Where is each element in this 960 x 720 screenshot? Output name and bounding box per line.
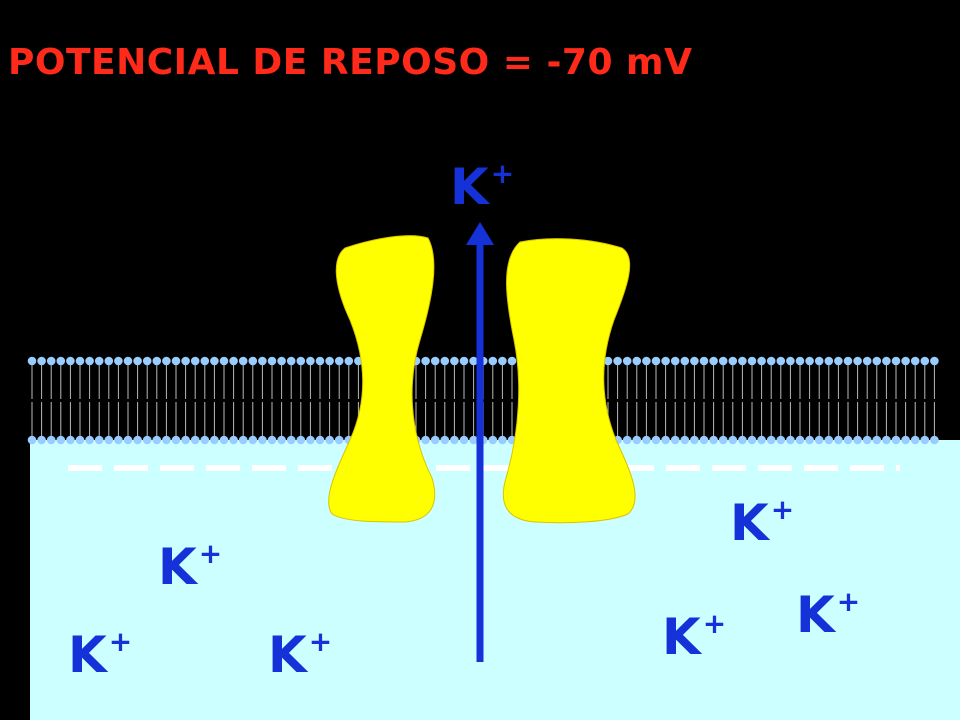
ion-charge: +	[198, 537, 223, 570]
ion-charge: +	[490, 157, 515, 190]
channel-protein-left	[328, 235, 436, 523]
ion-charge: +	[308, 625, 333, 658]
ion-label-intracellular: K+	[662, 608, 726, 666]
ion-label-intracellular: K+	[796, 586, 860, 644]
ion-symbol: K	[796, 586, 835, 644]
ion-symbol: K	[68, 626, 107, 684]
ion-charge: +	[770, 493, 795, 526]
channel-protein-right	[502, 238, 636, 524]
ion-charge: +	[702, 607, 727, 640]
efflux-arrow	[466, 222, 494, 662]
ion-symbol: K	[730, 494, 769, 552]
ion-label-intracellular: K+	[68, 626, 132, 684]
resting-potential-title: POTENCIAL DE REPOSO = -70 mV	[8, 42, 693, 83]
intracellular-region	[30, 440, 960, 720]
ion-symbol: K	[268, 626, 307, 684]
ion-label-intracellular: K+	[158, 538, 222, 596]
ion-label-intracellular: K+	[730, 494, 794, 552]
ion-label-intracellular: K+	[268, 626, 332, 684]
ion-label-extracellular: K+	[450, 158, 514, 216]
ion-symbol: K	[158, 538, 197, 596]
ion-charge: +	[836, 585, 861, 618]
ion-symbol: K	[662, 608, 701, 666]
ion-symbol: K	[450, 158, 489, 216]
ion-charge: +	[108, 625, 133, 658]
